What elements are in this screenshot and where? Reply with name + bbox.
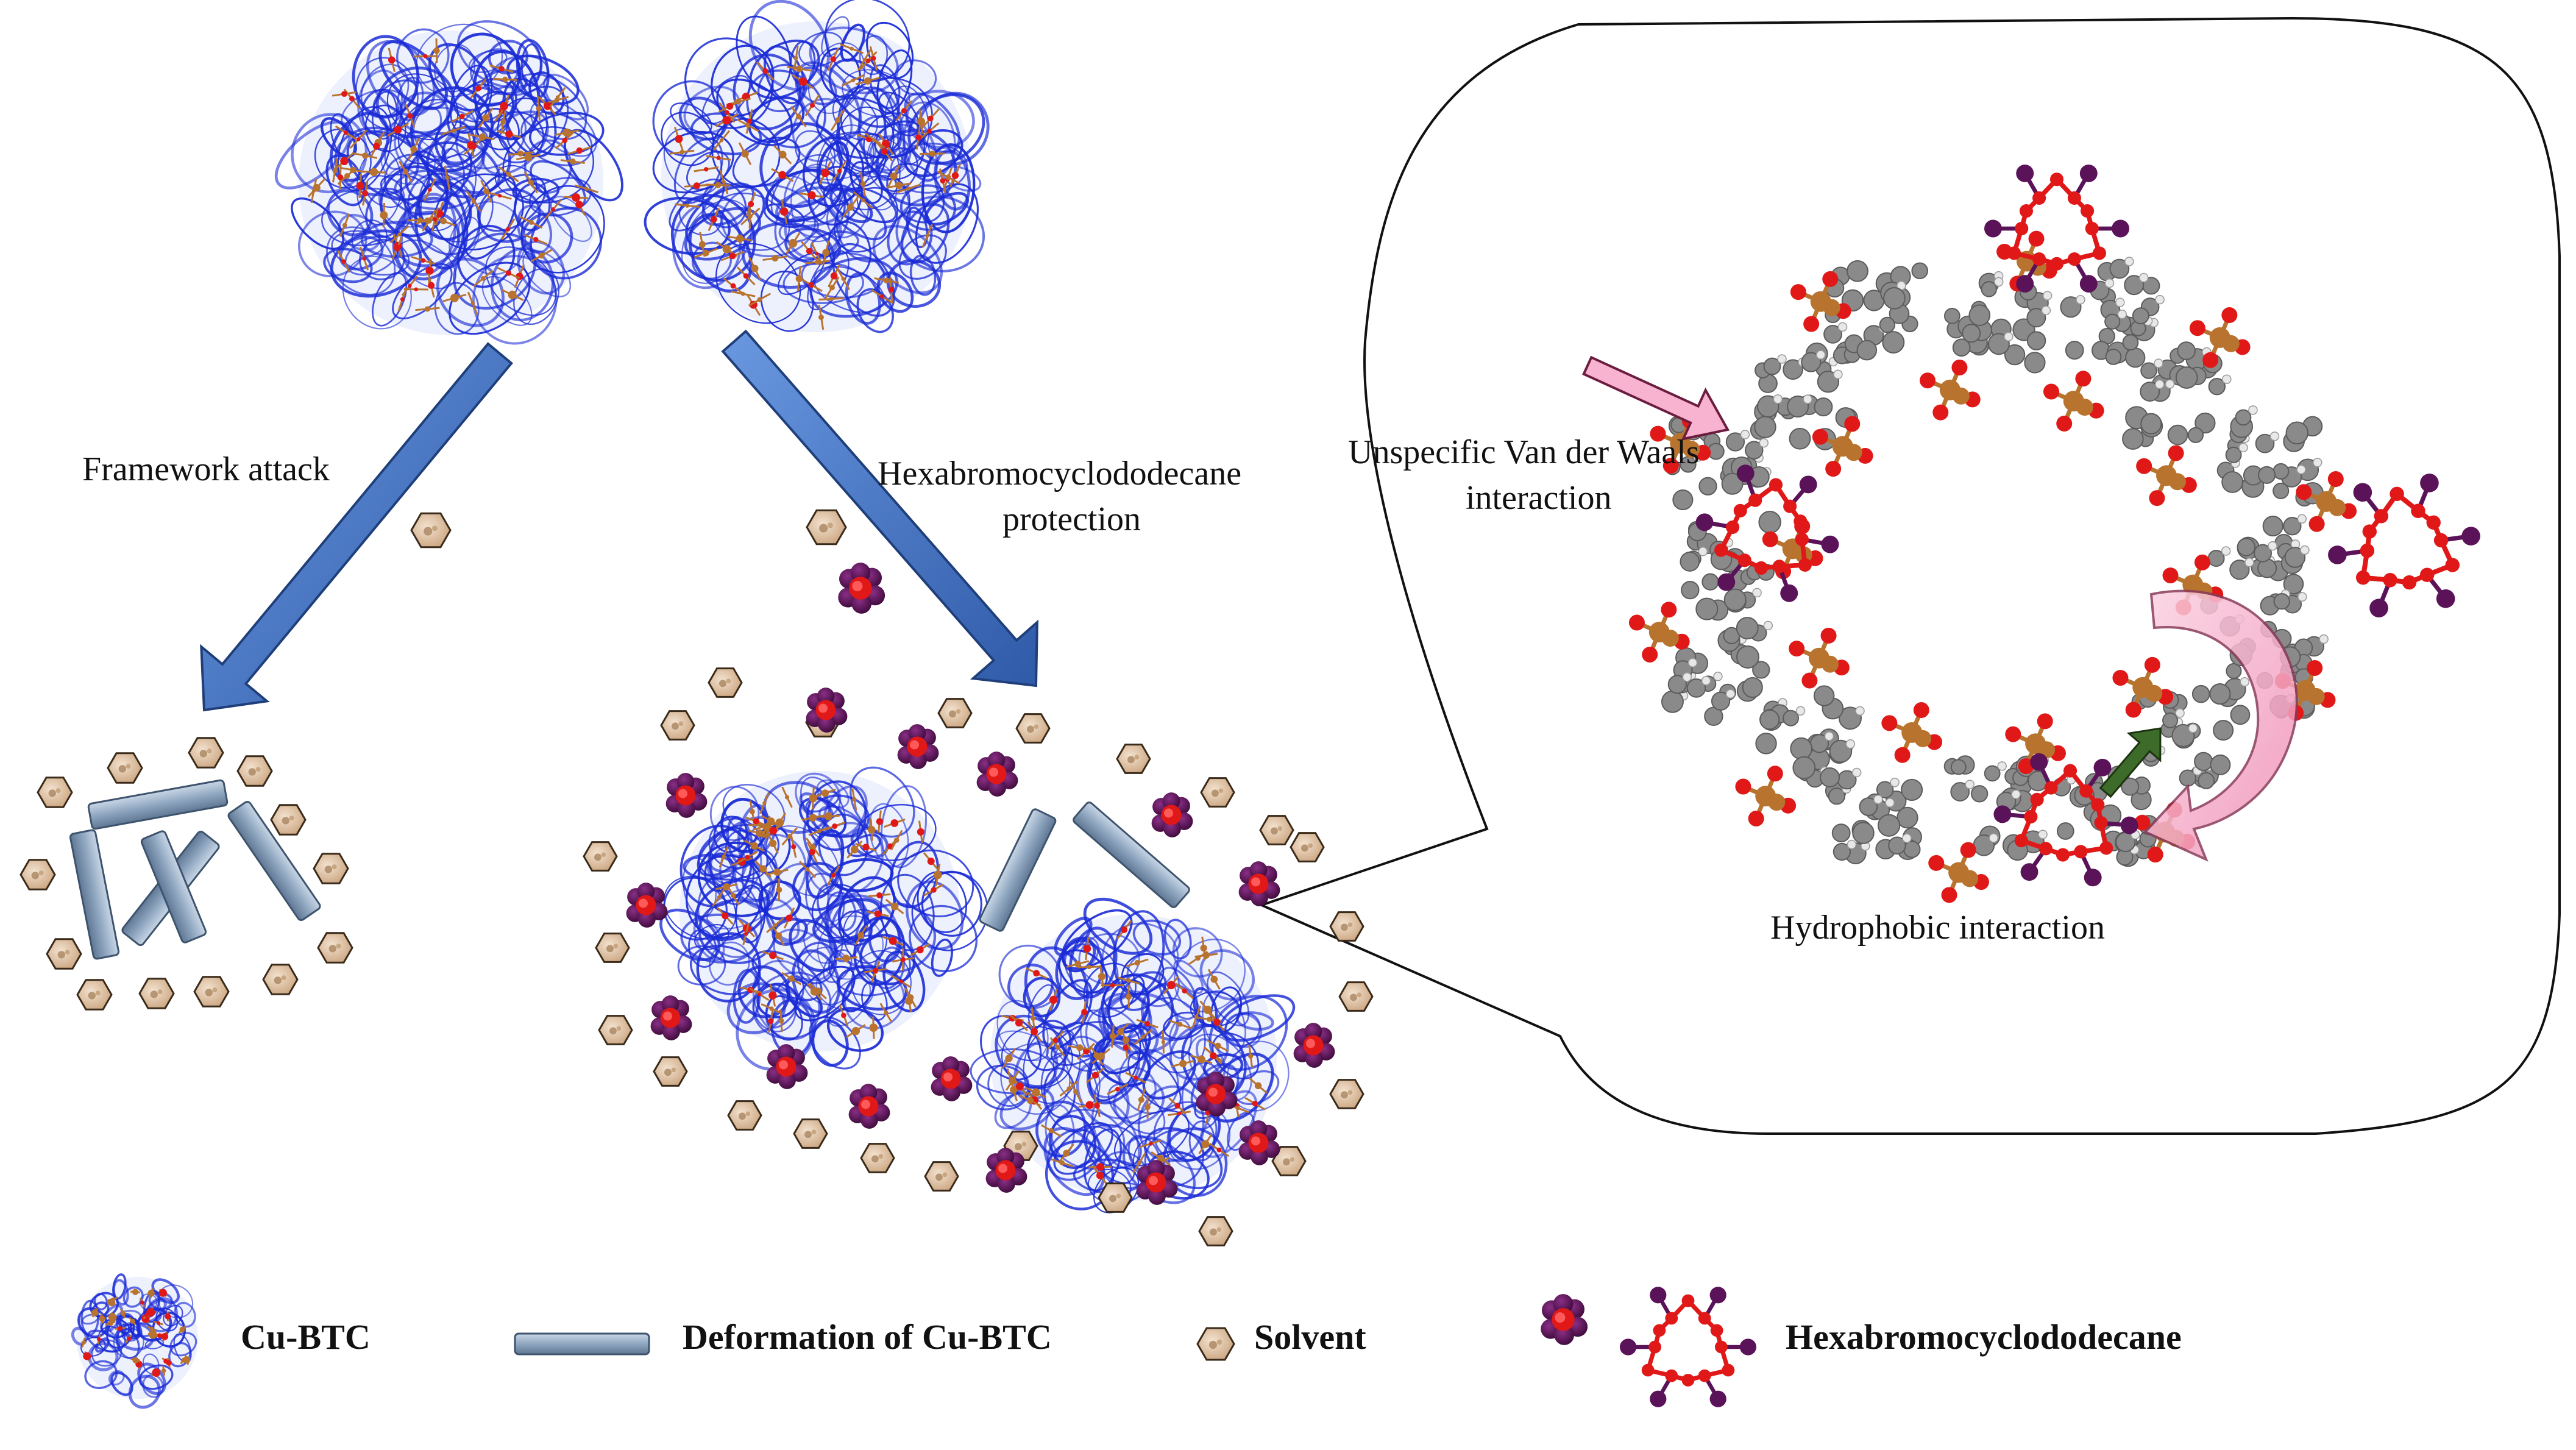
legend-hbcd-blob-icon [1541, 1294, 1588, 1345]
hbcd-right-9 [849, 1084, 890, 1129]
solvent-left-7 [263, 965, 297, 994]
cu-btc-particle-left [265, 8, 633, 348]
solvent-right-21 [1339, 983, 1372, 1011]
hbcd-right-3 [1152, 792, 1193, 837]
hbcd-right-7 [651, 995, 692, 1040]
solvent-left-4 [271, 805, 305, 834]
solvent-icon-attack [411, 513, 450, 547]
hbcd-right-11 [986, 1148, 1027, 1193]
solvent-right-6 [1201, 778, 1234, 807]
zoom-callout-layer [1261, 18, 2560, 1134]
solvent-right-23 [1291, 833, 1324, 862]
protection-label-line1: Hexabromocyclododecane [878, 454, 1241, 493]
rod-protected-1 [979, 808, 1057, 932]
solvent-left-5 [314, 854, 348, 883]
legend-deformation-icon [515, 1334, 649, 1354]
rod-1 [88, 780, 227, 829]
solvent-right-7 [1260, 816, 1293, 845]
legend-solvent-label: Solvent [1254, 1317, 1366, 1357]
protection-label-line2: protection [1002, 500, 1141, 539]
hbcd-right-10 [931, 1056, 973, 1101]
hbcd-right-14 [1294, 1023, 1335, 1068]
hbcd-right-8 [767, 1044, 808, 1089]
solvent-left-11 [47, 939, 81, 968]
solvent-left-10 [77, 980, 112, 1009]
solvent-right-5 [1117, 745, 1150, 773]
arrow-framework-attack [201, 344, 511, 710]
solvent-left-3 [238, 756, 272, 786]
solvent-left-6 [318, 933, 352, 962]
vdw-label-line1: Unspecific Van der Waals [1348, 433, 1700, 472]
solvent-right-15 [925, 1162, 958, 1191]
solvent-left-2 [189, 738, 223, 767]
solvent-right-18 [1199, 1217, 1232, 1246]
legend-deformation-label: Deformation of Cu-BTC [683, 1317, 1052, 1357]
legend-hbcd-stick-icon [1620, 1287, 1756, 1407]
solvent-right-13 [794, 1120, 827, 1148]
solvent-right-4 [1017, 714, 1049, 743]
legend-solvent-icon [1198, 1328, 1234, 1360]
solvent-right-8 [584, 842, 617, 871]
legend-cu-btc-icon [70, 1273, 200, 1413]
solvent-right-12 [728, 1101, 761, 1130]
hbcd-right-0 [806, 688, 848, 733]
solvent-right-17 [1099, 1184, 1132, 1212]
solvent-right-14 [861, 1144, 894, 1173]
solvent-right-1 [661, 711, 694, 740]
hbcd-right-12 [1137, 1160, 1178, 1205]
solvent-left-1 [108, 753, 142, 783]
solvent-icon-protection [807, 510, 846, 544]
solvent-left-0 [38, 778, 72, 807]
hydrophobic-label: Hydrophobic interaction [1770, 908, 2105, 947]
solvent-right-0 [709, 669, 742, 697]
solvent-right-11 [654, 1057, 687, 1086]
cu-btc-particle-right [639, 0, 1002, 339]
arrow-hbcd-protection [723, 332, 1037, 686]
hbcd-right-4 [1239, 861, 1280, 906]
solvent-left-12 [21, 860, 55, 889]
hbcd-right-5 [666, 773, 708, 818]
hbcd-right-1 [898, 724, 939, 769]
solvent-right-9 [596, 934, 629, 962]
solvent-right-22 [1330, 912, 1363, 941]
legend-hbcd-label: Hexabromocyclododecane [1786, 1317, 2182, 1357]
solvent-left-8 [194, 977, 229, 1006]
solvent-left-9 [140, 979, 174, 1008]
solvent-right-10 [599, 1016, 632, 1045]
hbcd-icon-protection [838, 563, 885, 614]
rod-2 [69, 830, 119, 959]
hbcd-right-2 [977, 752, 1018, 797]
solvent-right-3 [939, 699, 971, 728]
solvent-right-20 [1330, 1080, 1363, 1109]
legend-cu-btc-label: Cu-BTC [241, 1317, 371, 1357]
vdw-label-line2: interaction [1466, 478, 1611, 517]
framework-attack-label: Framework attack [82, 450, 330, 489]
